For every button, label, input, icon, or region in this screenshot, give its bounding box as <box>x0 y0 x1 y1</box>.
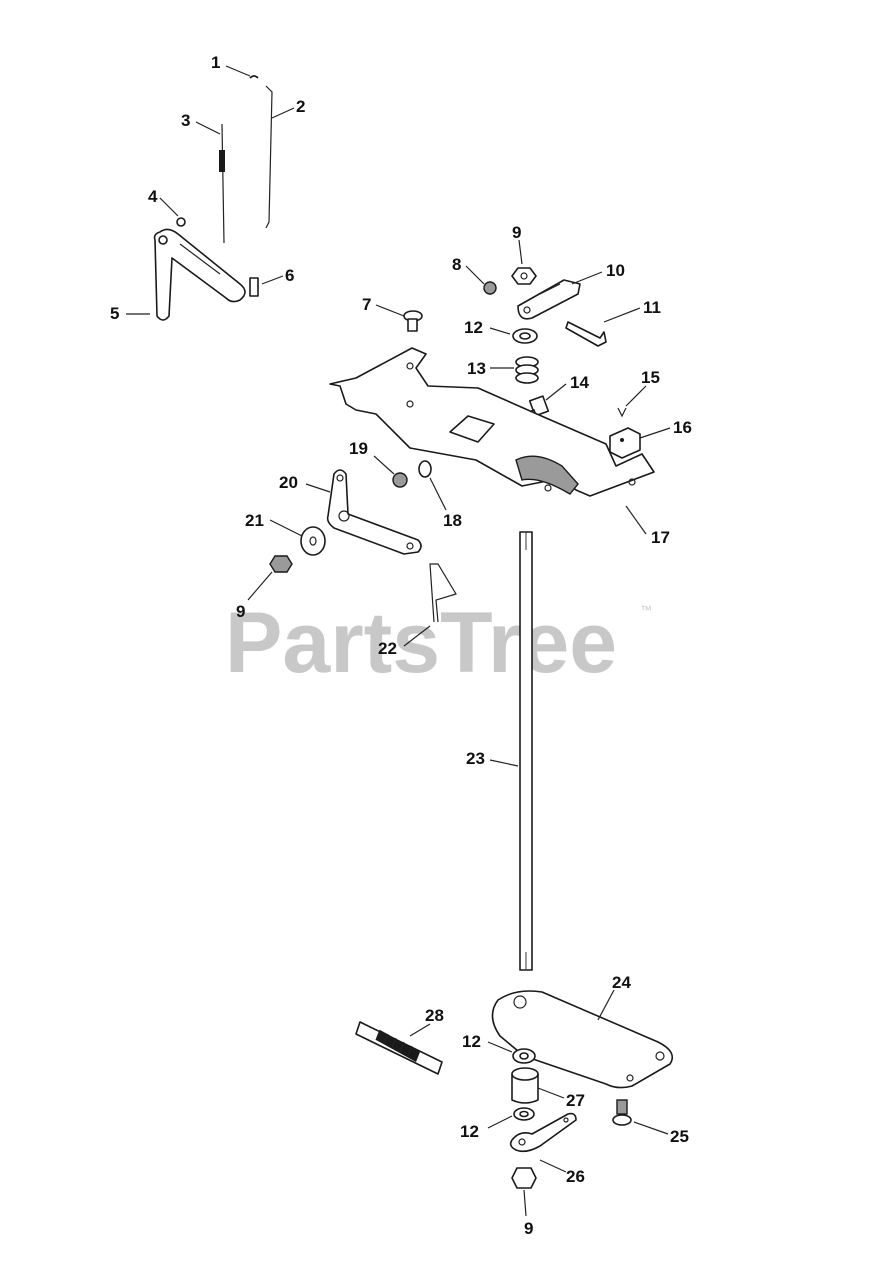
part-1-clip <box>249 75 259 79</box>
callout-13: 13 <box>467 359 486 378</box>
callout-12-top: 12 <box>464 318 483 337</box>
callout-4: 4 <box>148 187 158 206</box>
callout-9-left: 9 <box>236 602 245 621</box>
callout-18: 18 <box>443 511 462 530</box>
part-18-washer <box>418 460 432 478</box>
leader-lines <box>126 65 671 1217</box>
part-10-bracket <box>517 279 581 320</box>
part-16-clamp <box>609 427 641 459</box>
part-23-shaft <box>519 531 533 971</box>
part-24-plate <box>491 990 674 1089</box>
part-9-nut-top <box>511 267 537 285</box>
part-12-washer-top <box>512 328 538 344</box>
callout-12-lower-2: 12 <box>460 1122 479 1141</box>
callout-labels: 1 2 3 4 5 6 7 8 9 10 11 12 13 14 15 16 1… <box>110 53 692 1238</box>
callout-14: 14 <box>570 373 589 392</box>
callout-8: 8 <box>452 255 461 274</box>
part-26-arm <box>509 1112 577 1153</box>
callout-10: 10 <box>606 261 625 280</box>
part-25-bolt <box>612 1099 632 1126</box>
part-22-rod <box>429 563 457 623</box>
callout-1: 1 <box>211 53 220 72</box>
callout-12-lower-1: 12 <box>462 1032 481 1051</box>
callout-7: 7 <box>362 295 371 314</box>
callout-11: 11 <box>643 298 661 317</box>
callout-17: 17 <box>651 528 670 547</box>
part-5-lever <box>153 228 246 321</box>
callout-9-bottom: 9 <box>524 1219 533 1238</box>
callout-23: 23 <box>466 749 485 768</box>
part-28-spring <box>355 1021 443 1075</box>
part-17-mounting-plate <box>329 347 655 497</box>
callout-16: 16 <box>673 418 692 437</box>
callout-9-top: 9 <box>512 223 521 242</box>
part-4-ball <box>176 217 186 227</box>
part-27-bushing <box>511 1067 539 1104</box>
part-9-nut-bottom <box>511 1167 537 1189</box>
part-21-washer <box>300 526 326 556</box>
part-19-nut <box>392 472 408 488</box>
part-6-pin <box>249 277 259 297</box>
callout-27: 27 <box>566 1091 585 1110</box>
part-8-nut <box>483 281 497 295</box>
part-7-screw <box>403 310 423 332</box>
callout-3: 3 <box>181 111 190 130</box>
callout-21: 21 <box>245 511 264 530</box>
part-11-pin <box>565 321 607 347</box>
part-12-washer-lower-1 <box>512 1048 536 1064</box>
callout-20: 20 <box>279 473 298 492</box>
callout-15: 15 <box>641 368 660 387</box>
part-2-rod <box>265 85 273 229</box>
callout-28: 28 <box>425 1006 444 1025</box>
watermark: PartsTree <box>225 595 617 691</box>
callout-24: 24 <box>612 973 631 992</box>
part-9-nut-left <box>269 555 293 573</box>
callout-6: 6 <box>285 266 294 285</box>
part-12-washer-lower-2 <box>513 1107 535 1121</box>
watermark-trademark: ™ <box>640 603 652 617</box>
callout-2: 2 <box>296 97 305 116</box>
callout-22: 22 <box>378 639 397 658</box>
part-15-clip <box>617 407 627 418</box>
callout-5: 5 <box>110 304 119 323</box>
callout-26: 26 <box>566 1167 585 1186</box>
part-13-spring <box>515 356 539 384</box>
part-20-lever <box>326 469 422 555</box>
part-3-spring-rod <box>219 123 225 244</box>
callout-25: 25 <box>670 1127 689 1146</box>
callout-19: 19 <box>349 439 368 458</box>
